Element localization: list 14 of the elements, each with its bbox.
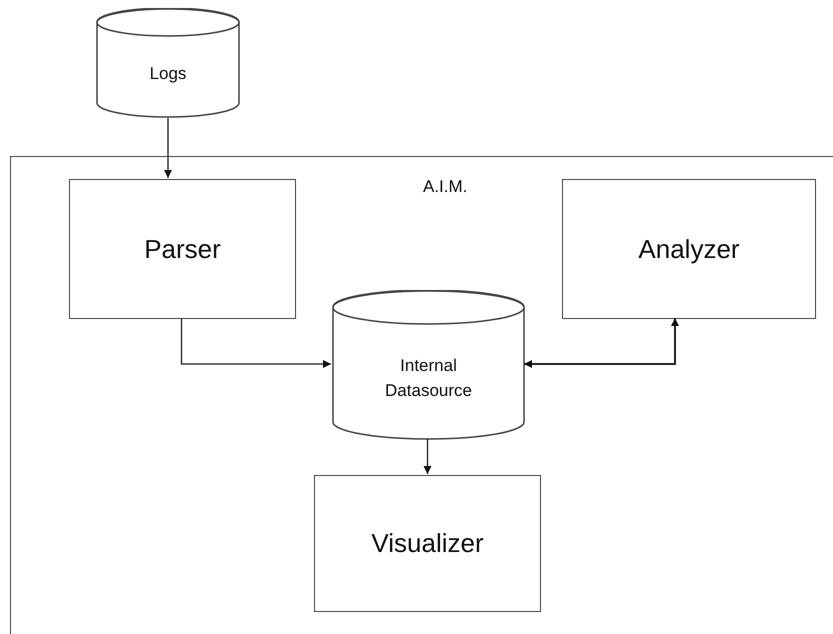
arrow bbox=[164, 118, 172, 178]
node-label: Logs bbox=[150, 62, 186, 85]
process-box bbox=[314, 475, 541, 612]
system-boundary bbox=[10, 156, 833, 634]
process-box bbox=[69, 179, 296, 319]
node-label: Analyzer bbox=[638, 234, 740, 264]
process-box bbox=[562, 179, 816, 319]
node-label: Visualizer bbox=[371, 528, 484, 559]
arrow bbox=[424, 439, 432, 474]
node-label: Parser bbox=[144, 234, 221, 264]
arrow bbox=[180, 318, 331, 368]
group-label: A.I.M. bbox=[423, 177, 468, 197]
arrow bbox=[524, 318, 679, 368]
node-label: Internal Datasource bbox=[384, 354, 473, 402]
